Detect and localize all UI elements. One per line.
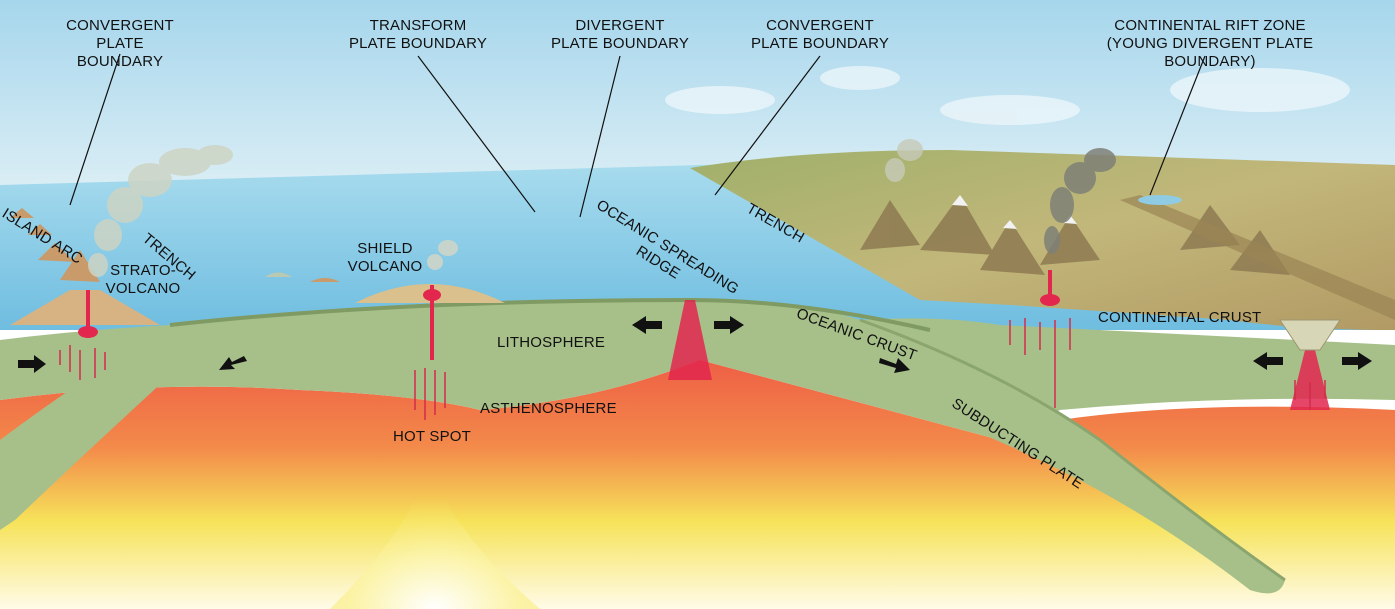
label-strato-volcano: STRATO- VOLCANO [105, 262, 181, 297]
island-arc-cones [10, 208, 100, 282]
continental-plume [1044, 148, 1116, 254]
rift-valley [1120, 195, 1395, 320]
oceanic-crust-line [169, 297, 931, 332]
shield-plume [427, 240, 458, 270]
label-transform: TRANSFORM PLATE BOUNDARY [348, 17, 488, 52]
continent [690, 150, 1395, 330]
label-lithosphere: LITHOSPHERE [497, 334, 606, 351]
arrow-icon [18, 316, 1372, 373]
label-hot-spot: HOT SPOT [393, 428, 471, 445]
hot-spot-plume [330, 470, 540, 609]
left-subducting-slab [0, 325, 220, 530]
distant-plume [885, 139, 923, 182]
label-convergent-left: CONVERGENT PLATE BOUNDARY [66, 17, 174, 70]
label-divergent: DIVERGENT PLATE BOUNDARY [550, 17, 690, 52]
clouds [665, 66, 1350, 125]
subducting-plate [860, 320, 1285, 594]
label-continental-crust: CONTINENTAL CRUST [1098, 309, 1262, 326]
magma-drips [59, 318, 1326, 420]
label-convergent-right: CONVERGENT PLATE BOUNDARY [750, 17, 890, 52]
volcano-plume-icon [88, 145, 233, 277]
label-shield-volcano: SHIELD VOLCANO [347, 240, 423, 275]
rift-lake [1138, 195, 1182, 205]
asthenosphere [0, 360, 1395, 609]
rift-notch [1279, 319, 1341, 351]
leader-lines [69, 53, 1206, 218]
label-rift-zone: CONTINENTAL RIFT ZONE (YOUNG DIVERGENT P… [1106, 17, 1314, 70]
mountain-snowcaps [952, 195, 1077, 229]
strato-volcano [10, 290, 160, 325]
label-asthenosphere: ASTHENOSPHERE [480, 400, 617, 417]
